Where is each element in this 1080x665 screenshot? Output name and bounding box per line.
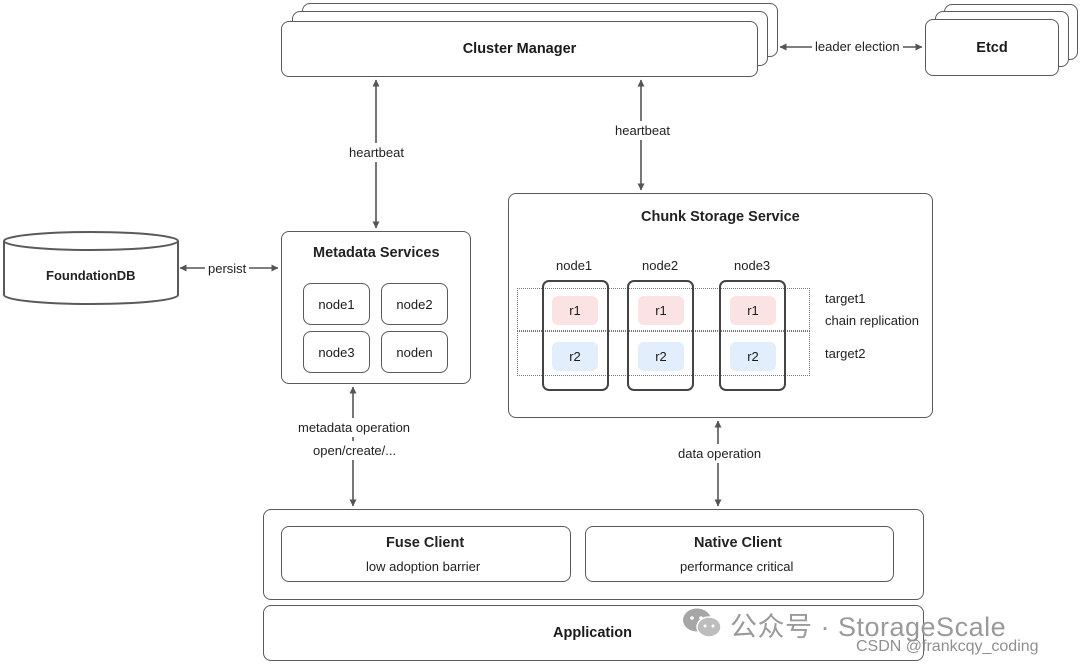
application-title: Application (553, 625, 632, 641)
target2-label: target2 (825, 346, 866, 361)
node1-replica-r1: r1 (552, 296, 598, 325)
target1-band (517, 288, 810, 331)
wechat-watermark: 公众号 · StorageScale (730, 612, 1007, 642)
heartbeat-chunk-label: heartbeat (615, 121, 670, 140)
metadata-services-title: Metadata Services (313, 245, 440, 261)
foundationdb-cylinder (3, 231, 179, 305)
heartbeat-meta-label: heartbeat (349, 143, 404, 162)
csdn-watermark: CSDN @frankcqy_coding (856, 638, 1039, 655)
chunk-node1-column (542, 280, 609, 391)
chunk-storage-service-title: Chunk Storage Service (641, 209, 800, 225)
chunk-node3-column (719, 280, 786, 391)
foundationdb-title: FoundationDB (46, 268, 136, 283)
chunk-node3-label: node3 (734, 258, 771, 273)
native-client-title: Native Client (694, 535, 782, 551)
cluster-manager-title: Cluster Manager (462, 41, 577, 57)
node2-replica-r2: r2 (638, 342, 684, 371)
application-box: Application (263, 605, 924, 661)
cluster-manager-box: Cluster Manager (281, 21, 758, 77)
etcd-box: Etcd (925, 19, 1059, 76)
chunk-node2-column (627, 280, 694, 391)
etcd-title: Etcd (976, 39, 1008, 56)
target1-label: target1 (825, 291, 866, 306)
node2-replica-r1: r1 (638, 296, 684, 325)
chain-replication-label: chain replication (825, 313, 919, 328)
node3-replica-r2: r2 (730, 342, 776, 371)
chunk-node2-label: node2 (642, 258, 679, 273)
leader-election-label: leader election (812, 39, 903, 54)
native-client-box (585, 526, 894, 582)
metadata-node-2: node2 (381, 283, 448, 325)
metadata-node-3: node3 (303, 331, 370, 373)
metadata-operation-label: metadata operation (298, 418, 411, 437)
metadata-node-1: node1 (303, 283, 370, 325)
target2-band (517, 331, 810, 376)
native-client-subtitle: performance critical (680, 559, 794, 574)
node1-replica-r2: r2 (552, 342, 598, 371)
fuse-client-box (281, 526, 571, 582)
metadata-node-n: noden (381, 331, 448, 373)
fuse-client-title: Fuse Client (386, 535, 465, 551)
persist-label: persist (205, 261, 250, 276)
metadata-operation-sub-label: open/create/... (313, 441, 397, 460)
chunk-node1-label: node1 (556, 258, 593, 273)
node3-replica-r1: r1 (730, 296, 776, 325)
data-operation-label: data operation (678, 444, 762, 463)
fuse-client-subtitle: low adoption barrier (366, 559, 481, 574)
wechat-icon (683, 608, 722, 638)
